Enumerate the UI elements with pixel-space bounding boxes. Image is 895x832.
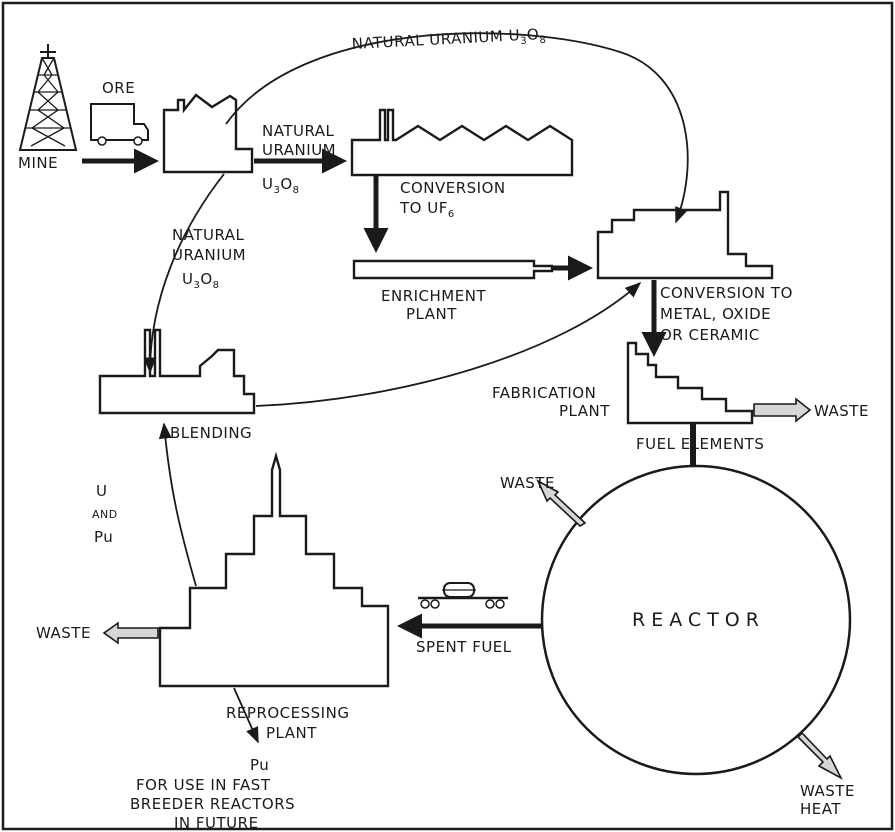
reactor-waste-label: WASTE	[500, 474, 555, 492]
waste-heat-arrow	[798, 733, 841, 778]
conversion-metal-label-1: CONVERSION TO	[660, 284, 793, 302]
u-and-pu-label-2: AND	[92, 508, 118, 521]
enrichment-label-2: PLANT	[406, 305, 457, 323]
mine-derrick-icon	[20, 44, 76, 150]
nat-left-label-1: NATURAL	[172, 226, 245, 244]
blending-label: BLENDING	[170, 424, 252, 442]
u-and-pu-label-3: Pu	[94, 528, 113, 546]
fabrication-waste-arrow	[754, 399, 810, 421]
conversion-metal-label-2: METAL, OXIDE	[660, 305, 771, 323]
waste-heat-label-2: HEAT	[800, 800, 841, 818]
natural-uranium-top-label: NATURAL URANIUM U3O8	[351, 25, 546, 56]
ore-label: ORE	[102, 79, 135, 97]
fabrication-label-1: FABRICATION	[492, 384, 596, 402]
reprocessing-waste-arrow	[104, 623, 158, 643]
u3o8-label: U3O8	[262, 175, 300, 196]
reprocessing-plant-building	[160, 456, 388, 686]
future-label-2: BREEDER REACTORS	[130, 795, 295, 813]
natural-uranium-label-2: URANIUM	[262, 141, 336, 159]
fuel-elements-label: FUEL ELEMENTS	[636, 435, 764, 453]
mine-label: MINE	[18, 154, 58, 172]
fabrication-waste-label: WASTE	[814, 402, 869, 420]
future-label-3: IN FUTURE	[174, 814, 259, 832]
nat-left-label-3: U3O8	[182, 270, 220, 291]
pu-label: Pu	[250, 756, 269, 774]
conversion-metal-label-3: OR CERAMIC	[660, 326, 760, 344]
ore-truck-icon	[91, 104, 148, 145]
u-pu-recycle-arrow	[164, 424, 196, 586]
metal-conversion-building	[598, 192, 772, 278]
reprocessing-label-2: PLANT	[266, 724, 317, 742]
natural-uranium-label-1: NATURAL	[262, 122, 335, 140]
u-and-pu-label-1: U	[96, 482, 107, 500]
enrichment-plant-building	[354, 261, 552, 278]
uf6-conversion-building	[352, 110, 572, 175]
reprocessing-waste-label: WASTE	[36, 624, 91, 642]
conversion-uf6-label-1: CONVERSION	[400, 179, 506, 197]
waste-heat-label-1: WASTE	[800, 782, 855, 800]
fabrication-plant-building	[628, 343, 752, 423]
fabrication-label-2: PLANT	[559, 402, 610, 420]
blending-building	[100, 330, 254, 413]
mill-building	[164, 95, 252, 172]
conversion-uf6-label-2: TO UF6	[399, 199, 455, 220]
future-label-1: FOR USE IN FAST	[136, 776, 271, 794]
nat-left-label-2: URANIUM	[172, 246, 246, 264]
spent-fuel-label: SPENT FUEL	[416, 638, 512, 656]
reactor-label: REACTOR	[632, 609, 765, 631]
enrichment-label-1: ENRICHMENT	[381, 287, 486, 305]
spent-fuel-cask-icon	[418, 583, 508, 608]
